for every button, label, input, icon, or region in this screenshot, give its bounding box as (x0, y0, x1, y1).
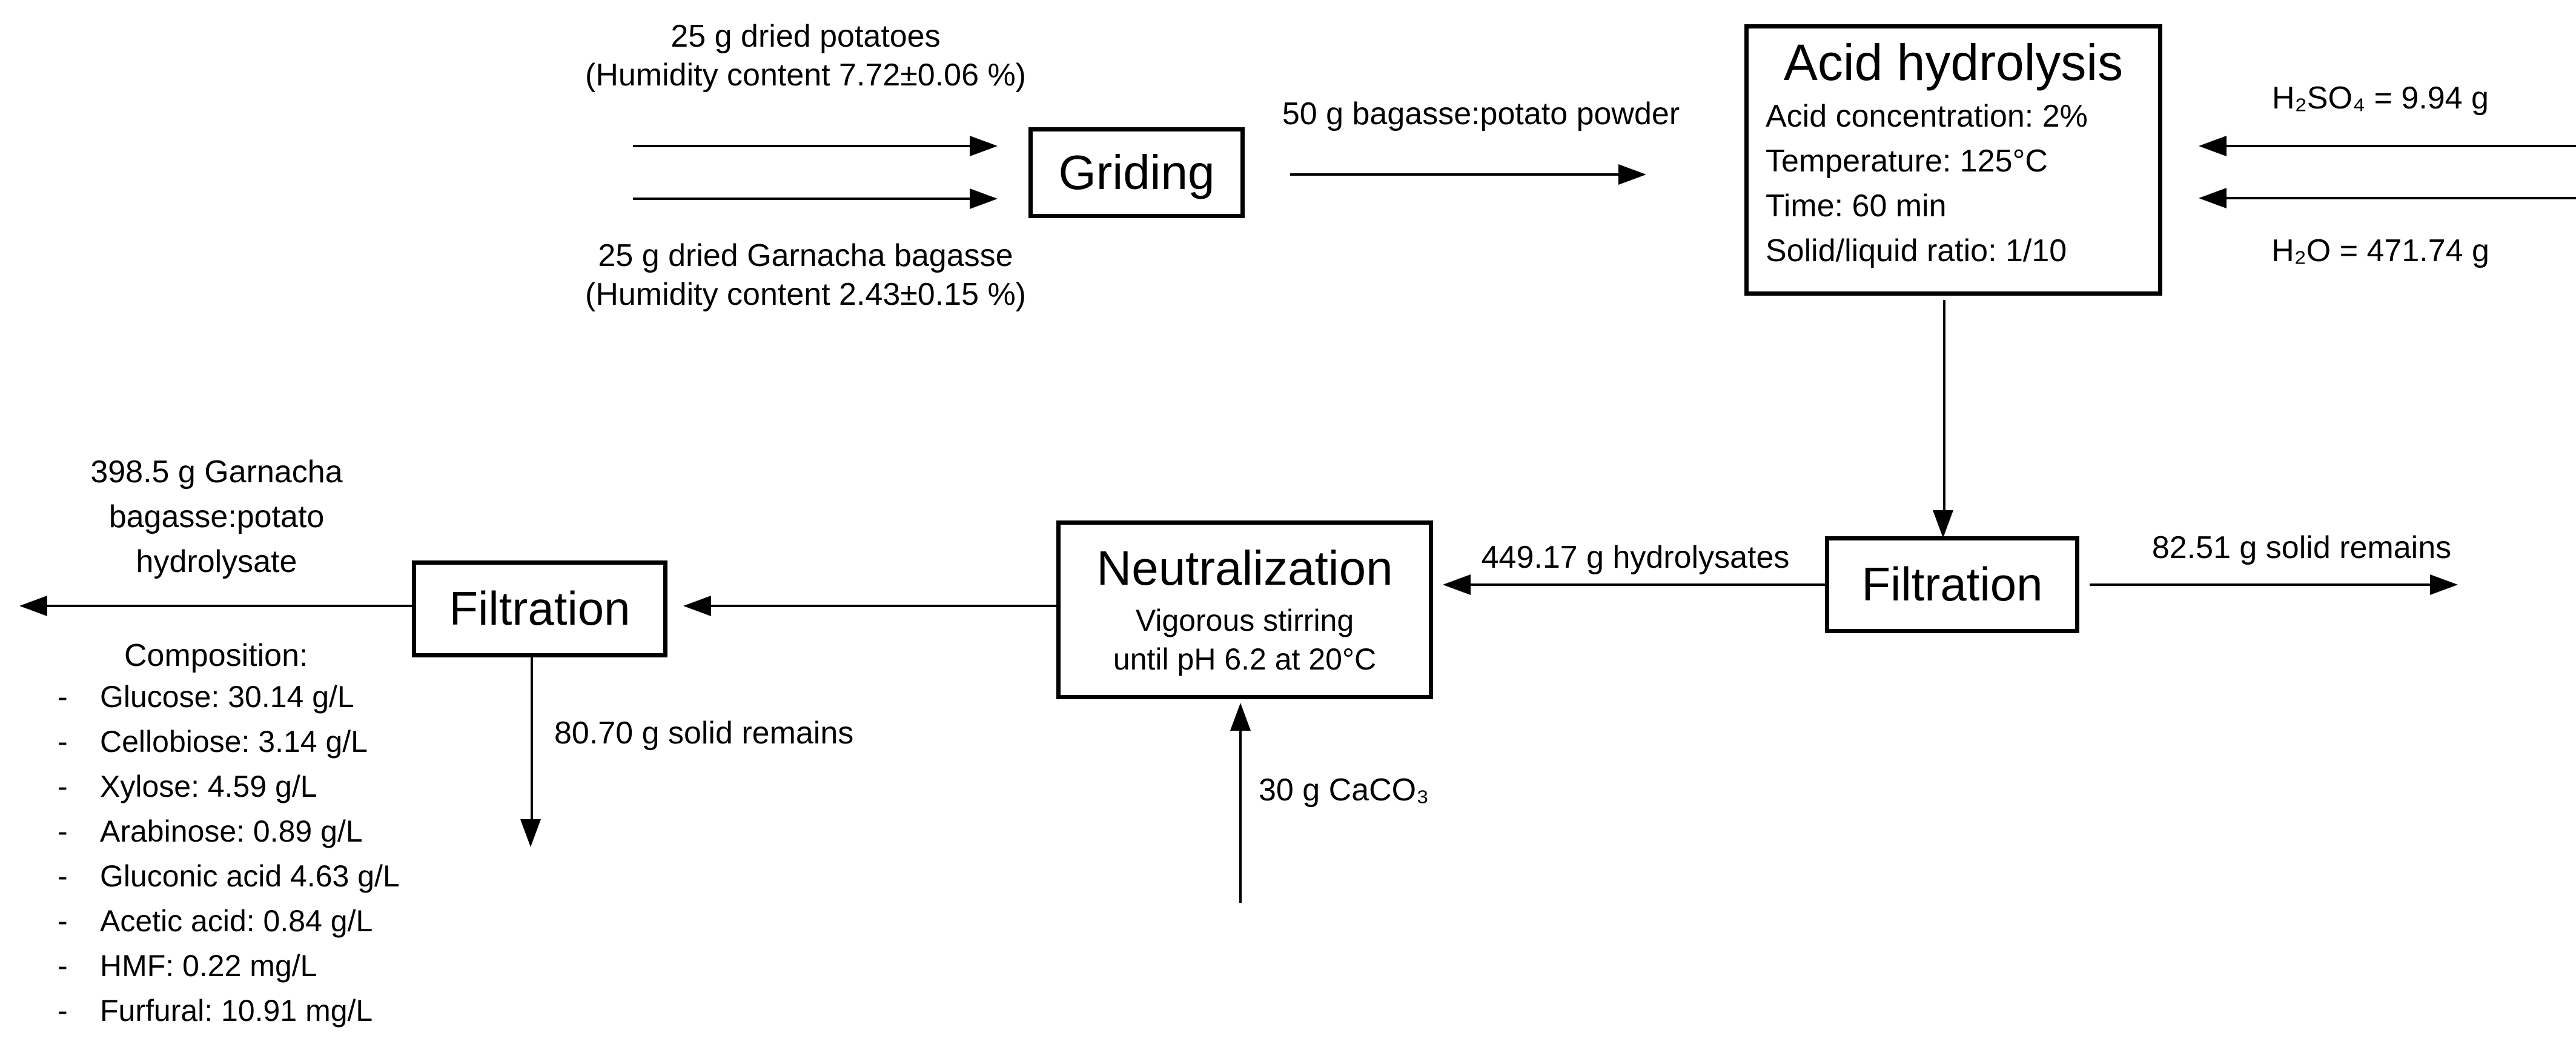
caco3-input-label: 30 g CaCO₃ (1259, 773, 1429, 808)
solid-liquid-ratio-line: Solid/liquid ratio: 1/10 (1766, 233, 2067, 269)
arrow-griding-to-acid-hydrolysis (1290, 173, 1620, 176)
arrow-h2o-to-acid-hydrolysis (2225, 197, 2576, 199)
composition-item-hmf: - HMF: 0.22 mg/L (58, 948, 317, 984)
product-hydrolysate-label: 398.5 g Garnacha bagasse:potato hydrolys… (58, 450, 376, 584)
filtration-right-title: Filtration (1861, 557, 2043, 611)
dash-bullet: - (58, 814, 68, 848)
dash-bullet: - (58, 949, 68, 983)
composition-item-text: Furfural: 10.91 mg/L (100, 994, 373, 1028)
h2o-input-label: H₂O = 471.74 g (2271, 233, 2489, 268)
acid-hydrolysis-process-box: Acid hydrolysis Acid concentration: 2% T… (1744, 24, 2162, 296)
arrow-neutralization-to-filtration (710, 605, 1056, 607)
composition-item-text: Glucose: 30.14 g/L (100, 680, 354, 714)
composition-item-text: Cellobiose: 3.14 g/L (100, 725, 368, 759)
product-line3: hydrolysate (136, 544, 297, 579)
griding-title: Griding (1058, 145, 1215, 199)
ph-line: until pH 6.2 at 20°C (1113, 642, 1377, 676)
acid-hydrolysis-title: Acid hydrolysis (1783, 34, 2124, 91)
arrowhead-right-icon (970, 188, 998, 209)
arrow-h2so4-to-acid-hydrolysis (2225, 145, 2576, 147)
bagasse-potato-powder-label: 50 g bagasse:potato powder (1282, 96, 1680, 131)
garnacha-bagasse-line2: (Humidity content 2.43±0.15 %) (585, 277, 1026, 312)
filtration-right-process-box: Filtration (1825, 536, 2079, 633)
composition-item-gluconic-acid: - Gluconic acid 4.63 g/L (58, 858, 400, 894)
composition-item-text: Arabinose: 0.89 g/L (100, 814, 363, 848)
neutralization-title: Neutralization (1096, 540, 1393, 595)
composition-item-text: Gluconic acid 4.63 g/L (100, 859, 400, 893)
composition-item-cellobiose: - Cellobiose: 3.14 g/L (58, 723, 368, 760)
neutralization-process-box: Neutralization Vigorous stirring until p… (1056, 520, 1433, 699)
composition-item-xylose: - Xylose: 4.59 g/L (58, 768, 317, 805)
product-line2: bagasse:potato (108, 499, 325, 534)
arrow-filtration-to-solid-remains-left (531, 657, 533, 821)
composition-item-arabinose: - Arabinose: 0.89 g/L (58, 813, 363, 849)
dash-bullet: - (58, 725, 68, 759)
hydrolysates-label: 449.17 g hydrolysates (1481, 540, 1790, 575)
arrowhead-right-icon (2430, 574, 2458, 595)
composition-item-glucose: - Glucose: 30.14 g/L (58, 679, 354, 715)
h2so4-input-label: H₂SO₄ = 9.94 g (2272, 81, 2489, 116)
dash-bullet: - (58, 680, 68, 714)
arrowhead-left-icon (683, 596, 711, 616)
composition-item-text: Xylose: 4.59 g/L (100, 769, 317, 803)
filtration-left-title: Filtration (449, 582, 631, 636)
arrow-potatoes-to-griding (633, 145, 972, 147)
dash-bullet: - (58, 994, 68, 1028)
arrow-bagasse-to-griding (633, 198, 972, 200)
arrowhead-up-icon (1230, 703, 1251, 731)
vigorous-stirring-line: Vigorous stirring (1135, 603, 1354, 637)
arrow-filtration-to-product (46, 605, 412, 607)
solid-remains-right-label: 82.51 g solid remains (2151, 530, 2452, 565)
dried-potatoes-line2: (Humidity content 7.72±0.06 %) (585, 58, 1026, 93)
acid-concentration-line: Acid concentration: 2% (1766, 99, 2088, 135)
arrowhead-right-icon (1618, 164, 1646, 185)
dried-potatoes-line1: 25 g dried potatoes (670, 19, 941, 54)
griding-process-box: Griding (1028, 127, 1245, 218)
arrowhead-left-icon (2199, 136, 2227, 156)
product-line1: 398.5 g Garnacha (90, 454, 343, 490)
arrowhead-down-icon (520, 819, 541, 847)
filtration-left-process-box: Filtration (412, 560, 667, 657)
time-line: Time: 60 min (1766, 188, 1947, 224)
arrow-filtration-to-solid-remains (2090, 583, 2432, 586)
arrowhead-left-icon (19, 596, 47, 616)
composition-item-furfural: - Furfural: 10.91 mg/L (58, 992, 372, 1029)
garnacha-bagasse-line1: 25 g dried Garnacha bagasse (598, 238, 1013, 273)
arrowhead-left-icon (1443, 574, 1471, 595)
composition-item-text: Acetic acid: 0.84 g/L (100, 904, 373, 938)
garnacha-bagasse-label: 25 g dried Garnacha bagasse (Humidity co… (533, 236, 1078, 314)
arrow-filtration-to-neutralization (1469, 583, 1825, 586)
arrowhead-down-icon (1933, 510, 1953, 538)
composition-title: Composition: (124, 638, 308, 673)
solid-remains-left-label: 80.70 g solid remains (554, 716, 854, 751)
arrowhead-right-icon (970, 136, 998, 156)
temperature-line: Temperature: 125°C (1766, 144, 2048, 179)
composition-item-acetic-acid: - Acetic acid: 0.84 g/L (58, 903, 372, 939)
dried-potatoes-label: 25 g dried potatoes (Humidity content 7.… (533, 17, 1078, 95)
arrow-caco3-to-neutralization (1239, 727, 1242, 903)
composition-item-text: HMF: 0.22 mg/L (100, 949, 317, 983)
arrowhead-left-icon (2199, 188, 2227, 208)
arrow-acid-hydrolysis-to-filtration (1943, 300, 1945, 512)
dash-bullet: - (58, 859, 68, 893)
dash-bullet: - (58, 769, 68, 803)
dash-bullet: - (58, 904, 68, 938)
